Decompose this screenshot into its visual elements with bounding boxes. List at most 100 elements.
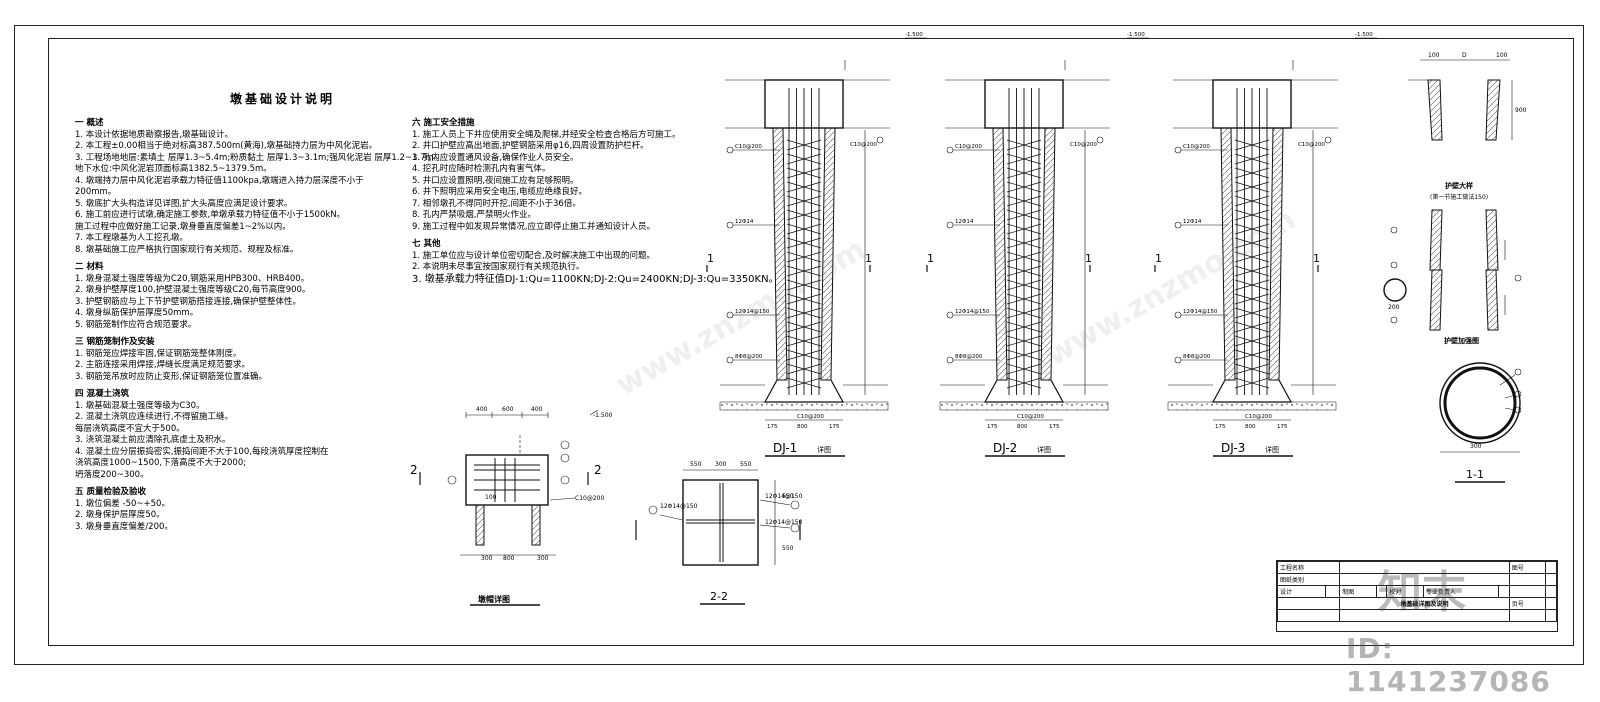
dim-550d: 550 (782, 545, 794, 552)
note-line: 3. 孔内应设置通风设备,确保作业人员安全。 (412, 152, 579, 163)
dim-550a: 550 (690, 461, 702, 468)
spiral-stirrup (1234, 321, 1270, 333)
sec22-rebar-c: 12Φ14@150 (765, 519, 803, 526)
wall-dim-100b: 100 (1496, 52, 1508, 59)
rebar-label-b: 12Φ14 (955, 219, 974, 225)
wall-dim-900: 900 (1515, 107, 1527, 114)
spiral-stirrup (1006, 251, 1042, 263)
rebar-label-d: 8Φ8@200 (955, 354, 983, 360)
watermark-id: ID: 1141237086 (1346, 632, 1551, 698)
spiral-stirrup (786, 139, 822, 151)
rebar-label-f: C10@200 (1017, 414, 1044, 420)
dim-800: 800 (1245, 424, 1256, 430)
note-line: 1. 施工单位应与设计单位密切配合,及时解决施工中出现的问题。 (412, 250, 656, 261)
note-line: 3. 墩基承载力特征值DJ-1:Qu=1100KN;DJ-2:Qu=2400KN… (412, 273, 779, 285)
note-line: 2. 本说明未尽事宜按国家现行有关规范执行。 (412, 262, 585, 272)
spiral-stirrup (786, 195, 822, 207)
dim-175b: 175 (1277, 424, 1288, 430)
tb-project-label: 工程名称 (1276, 561, 1341, 574)
detail-title-2: DJ-2 (993, 441, 1017, 455)
detail-title-3: DJ-3 (1221, 441, 1245, 455)
bearing-layer (939, 401, 1109, 411)
dim-300c: 300 (715, 461, 727, 468)
rebar-callout-marker (946, 311, 954, 319)
elevation-text: -1.500 (1127, 32, 1145, 38)
rebar-callout-marker (946, 221, 954, 229)
dim-400: 400 (476, 406, 488, 413)
spiral-stirrup (1234, 139, 1270, 151)
rebar-label-b: 12Φ14 (735, 219, 754, 225)
ring-dim-200: 200 (1388, 304, 1400, 311)
note-heading: 二 材料 (75, 262, 104, 272)
sec22-rebar-b: 12Φ14@150 (765, 493, 803, 500)
rebar-callout-marker (1324, 136, 1332, 144)
note-line: 2. 混凝土浇筑应连续进行,不得留施工缝。 (75, 412, 234, 422)
dim-175a: 175 (767, 424, 778, 430)
note-line: 2. 墩身保护层厚度50。 (75, 510, 165, 520)
note-heading: 三 钢筋笼制作及安装 (75, 337, 155, 347)
sheet-inner-frame (48, 38, 1574, 646)
spiral-stirrup (1006, 181, 1042, 193)
sec22-rebar-a: 12Φ14@150 (660, 503, 698, 510)
dim-300b: 300 (537, 555, 549, 562)
note-line: 地下水位:中风化泥岩顶面标高1382.5~1379.5m。 (75, 164, 272, 174)
note-line: 8. 墩基础施工应严格执行国家现行有关规范、规程及标准。 (75, 244, 299, 255)
spiral-stirrup (1234, 237, 1270, 249)
spiral-stirrup (1006, 279, 1042, 291)
dim-550c: 550 (782, 493, 794, 500)
dim-300a: 300 (481, 555, 493, 562)
note-heading: 四 混凝土浇筑 (75, 389, 129, 399)
spiral-stirrup (786, 251, 822, 263)
spiral-stirrup (786, 167, 822, 179)
note-heading: 一 概述 (75, 118, 104, 128)
bearing-layer (719, 401, 889, 411)
tb-sheet-label: 图号 (1508, 561, 1547, 574)
dim-550b: 550 (740, 461, 752, 468)
section-1-left: 1 (927, 252, 934, 265)
note-line: 8. 孔内严禁吸烟,严禁明火作业。 (412, 210, 537, 220)
tb-design: 设计 (1276, 585, 1327, 598)
note-line: 施工过程中应做好施工记录,墩身垂直度偏差1~2%以内。 (75, 221, 291, 232)
spiral-stirrup (1006, 167, 1042, 179)
note-line: 1. 墩身混凝土强度等级为C20,钢筋采用HPB300、HRB400。 (75, 273, 310, 284)
rebar-callout-marker (726, 356, 734, 364)
rebar-label-f: C10@200 (1245, 414, 1272, 420)
spiral-stirrup (786, 237, 822, 249)
dim-400b: 400 (531, 406, 543, 413)
dim-175b: 175 (1049, 424, 1060, 430)
note-line: 6. 井下照明应采用安全电压,电缆应绝缘良好。 (412, 187, 588, 197)
note-line: 9. 施工过程中如发现异常情况,应立即停止施工并通知设计人员。 (412, 221, 656, 232)
note-line: 7. 相邻墩孔不得同时开挖,间距不小于36倍。 (412, 198, 581, 209)
wall-dim-100a: 100 (1428, 52, 1440, 59)
spiral-stirrup (1006, 195, 1042, 207)
section-1-1-title: 1-1 (1466, 468, 1484, 481)
rebar-callout-marker (726, 146, 734, 154)
rebar-callout-marker (1174, 311, 1182, 319)
spiral-stirrup (1234, 265, 1270, 277)
note-line: 坍落度200~300。 (75, 469, 149, 480)
spiral-stirrup (786, 349, 822, 361)
spiral-stirrup (1006, 265, 1042, 277)
rebar-callout-marker (876, 136, 884, 144)
section-2-right: 2 (594, 463, 602, 477)
spiral-stirrup (1234, 335, 1270, 347)
elevation-text: -1.500 (905, 32, 923, 38)
rebar-callout-marker (946, 356, 954, 364)
note-line: 200mm。 (75, 187, 117, 197)
title-block: 工程名称图号 图纸类别 设计制图校对专业负责人 墩基础详图及说明页号 (1276, 560, 1558, 632)
spiral-stirrup (1234, 363, 1270, 375)
spiral-stirrup (786, 377, 822, 389)
rebar-label-b: 12Φ14 (1183, 219, 1202, 225)
spiral-stirrup (786, 293, 822, 305)
shaft-wall-left (992, 127, 1008, 381)
bearing-layer (1167, 401, 1337, 411)
cap-rebar-label: C10@200 (575, 495, 604, 502)
detail-title-suffix: 详图 (817, 445, 831, 454)
pier-detail-3 (1154, 60, 1338, 421)
note-line: 5. 墩底扩大头构造详见详图,扩大头高度应满足设计要求。 (75, 198, 293, 209)
spiral-stirrup (1006, 293, 1042, 305)
note-line: 2. 主筋连接采用焊接,焊缝长度满足规范要求。 (75, 360, 251, 370)
spiral-stirrup (1234, 153, 1270, 165)
